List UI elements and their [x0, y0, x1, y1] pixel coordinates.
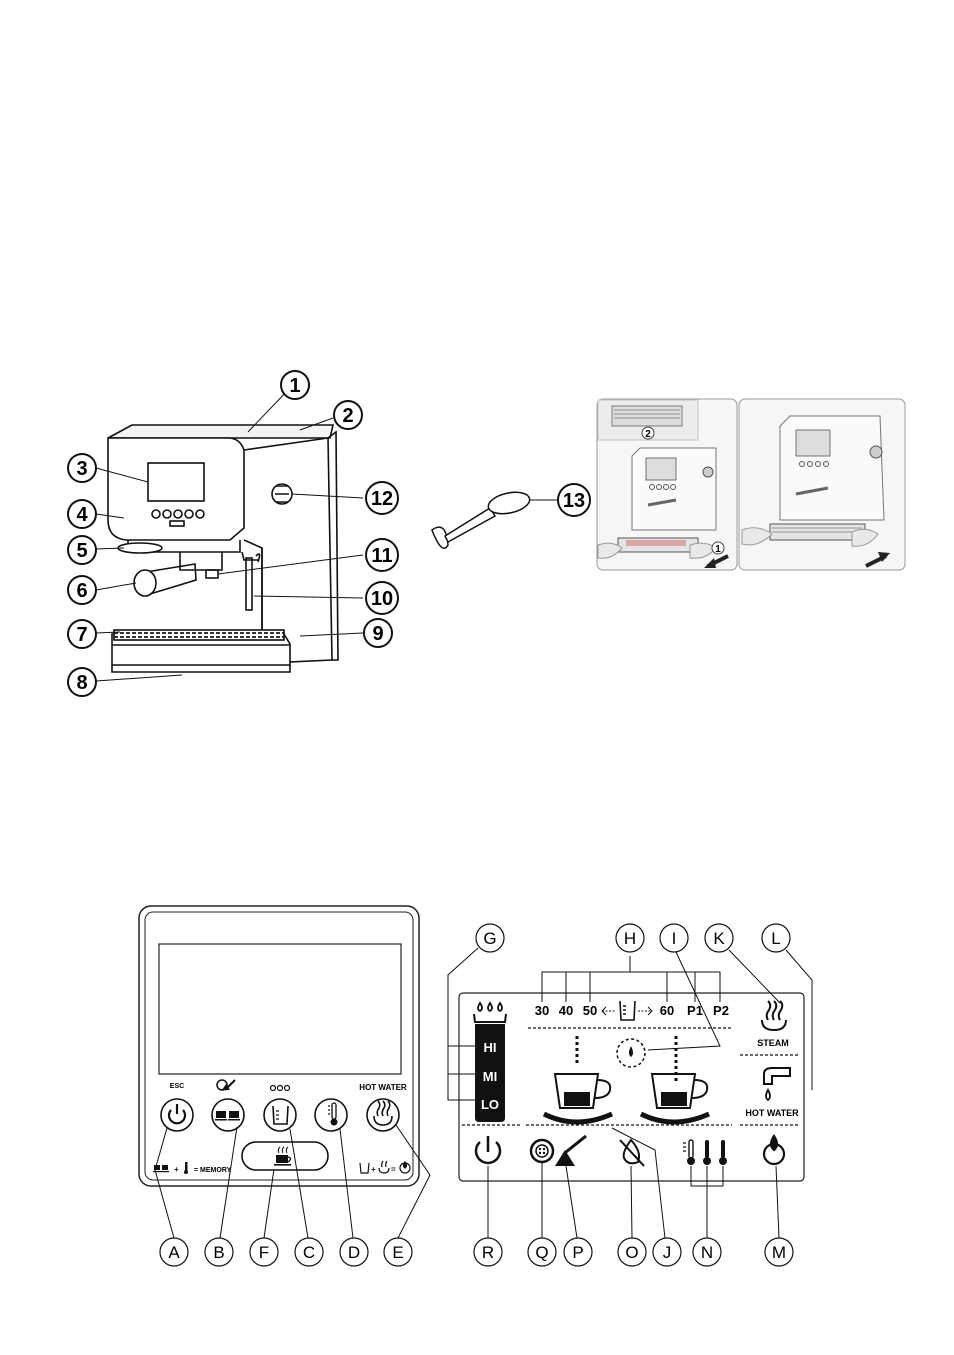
step-label-2: 2 — [645, 429, 651, 440]
level-hi: HI — [484, 1040, 497, 1055]
letter-P: P — [564, 1238, 592, 1266]
svg-text:K: K — [713, 929, 725, 948]
svg-text:2: 2 — [342, 405, 353, 427]
svg-text:=: = — [391, 1165, 396, 1174]
svg-text:H: H — [624, 929, 636, 948]
callout-1: 1 — [281, 371, 309, 399]
callout-5: 5 — [68, 536, 96, 564]
hot-water-label: HOT WATER — [359, 1083, 407, 1092]
letter-E: E — [384, 1238, 412, 1266]
svg-text:1: 1 — [289, 375, 300, 397]
power-button[interactable] — [161, 1099, 193, 1131]
volume-50: 50 — [583, 1003, 597, 1018]
svg-text:F: F — [259, 1243, 269, 1262]
letter-O: O — [618, 1238, 646, 1266]
svg-text:A: A — [168, 1243, 180, 1262]
volume-40: 40 — [559, 1003, 573, 1018]
volume-30: 30 — [535, 1003, 549, 1018]
callout-11: 11 — [366, 539, 398, 571]
letter-D: D — [340, 1238, 368, 1266]
svg-text:Q: Q — [535, 1243, 548, 1262]
lcd-display-diagram: HI MI LO 30 40 50 60 P1 P2 — [448, 924, 812, 1266]
svg-text:N: N — [701, 1243, 713, 1262]
memory-label: = MEMORY — [194, 1167, 232, 1174]
one-cup-button[interactable] — [242, 1142, 328, 1170]
svg-text:J: J — [663, 1243, 672, 1262]
letter-G: G — [476, 924, 504, 952]
volume-60: 60 — [660, 1003, 674, 1018]
callout-4: 4 — [68, 500, 96, 528]
svg-text:B: B — [213, 1243, 224, 1262]
steam-label: STEAM — [757, 1038, 789, 1048]
callout-7: 7 — [68, 620, 96, 648]
instruction-photo-insert-tray — [739, 399, 905, 570]
svg-text:P: P — [572, 1243, 583, 1262]
svg-text:M: M — [772, 1243, 786, 1262]
temperature-button[interactable] — [315, 1099, 347, 1131]
svg-text:4: 4 — [76, 504, 88, 526]
esc-label: ESC — [170, 1083, 184, 1090]
svg-text:6: 6 — [76, 580, 87, 602]
svg-text:E: E — [392, 1243, 403, 1262]
letter-Q: Q — [528, 1238, 556, 1266]
letter-C: C — [295, 1238, 323, 1266]
callout-2: 2 — [334, 401, 362, 429]
letter-F: F — [250, 1238, 278, 1266]
callout-8: 8 — [68, 668, 96, 696]
callout-12: 12 — [366, 482, 398, 514]
step-label-1: 1 — [715, 544, 721, 555]
panel-display-window — [159, 944, 401, 1074]
letter-I: I — [660, 924, 688, 952]
hot-water-steam-button[interactable] — [367, 1099, 399, 1131]
svg-text:3: 3 — [76, 458, 87, 480]
callout-13: 13 — [558, 484, 590, 516]
volume-button[interactable] — [264, 1099, 296, 1131]
two-cups-button[interactable] — [212, 1099, 244, 1131]
letter-M: M — [765, 1238, 793, 1266]
display-top-letter-callouts: G H I K L — [476, 924, 790, 952]
letter-B: B — [205, 1238, 233, 1266]
svg-text:12: 12 — [371, 488, 393, 510]
svg-text:D: D — [348, 1243, 360, 1262]
letter-H: H — [616, 924, 644, 952]
svg-text:10: 10 — [371, 588, 393, 610]
instruction-photo-remove-tray: 2 1 — [597, 399, 737, 570]
letter-L: L — [762, 924, 790, 952]
svg-text:8: 8 — [76, 672, 87, 694]
letter-N: N — [693, 1238, 721, 1266]
espresso-machine-drawing — [96, 390, 363, 681]
letter-A: A — [160, 1238, 188, 1266]
svg-text:I: I — [672, 929, 677, 948]
svg-text:9: 9 — [372, 623, 383, 645]
letter-R: R — [474, 1238, 502, 1266]
hot-water-display-label: HOT WATER — [745, 1108, 799, 1118]
svg-text:L: L — [771, 929, 780, 948]
letter-J: J — [653, 1238, 681, 1266]
callout-6: 6 — [68, 576, 96, 604]
svg-text:C: C — [303, 1243, 315, 1262]
svg-text:11: 11 — [371, 545, 392, 567]
letter-K: K — [705, 924, 733, 952]
level-lo: LO — [481, 1097, 499, 1112]
svg-text:+: + — [371, 1165, 376, 1174]
svg-text:R: R — [482, 1243, 494, 1262]
svg-text:7: 7 — [76, 624, 87, 646]
svg-text:O: O — [625, 1243, 638, 1262]
measuring-spoon-icon — [432, 489, 558, 548]
svg-text:G: G — [483, 929, 496, 948]
callout-9: 9 — [364, 619, 392, 647]
volume-p2: P2 — [713, 1003, 729, 1018]
svg-text:+: + — [174, 1165, 179, 1174]
control-panel-diagram: ESC HOT WATER — [139, 906, 430, 1266]
callout-3: 3 — [68, 454, 96, 482]
level-mi: MI — [483, 1069, 497, 1084]
svg-text:5: 5 — [76, 540, 87, 562]
display-bottom-letter-callouts: R Q P O J N M — [474, 1238, 793, 1266]
callout-10: 10 — [366, 582, 398, 614]
panel-letter-callouts: A B F C D E — [160, 1238, 412, 1266]
svg-text:13: 13 — [563, 490, 585, 512]
